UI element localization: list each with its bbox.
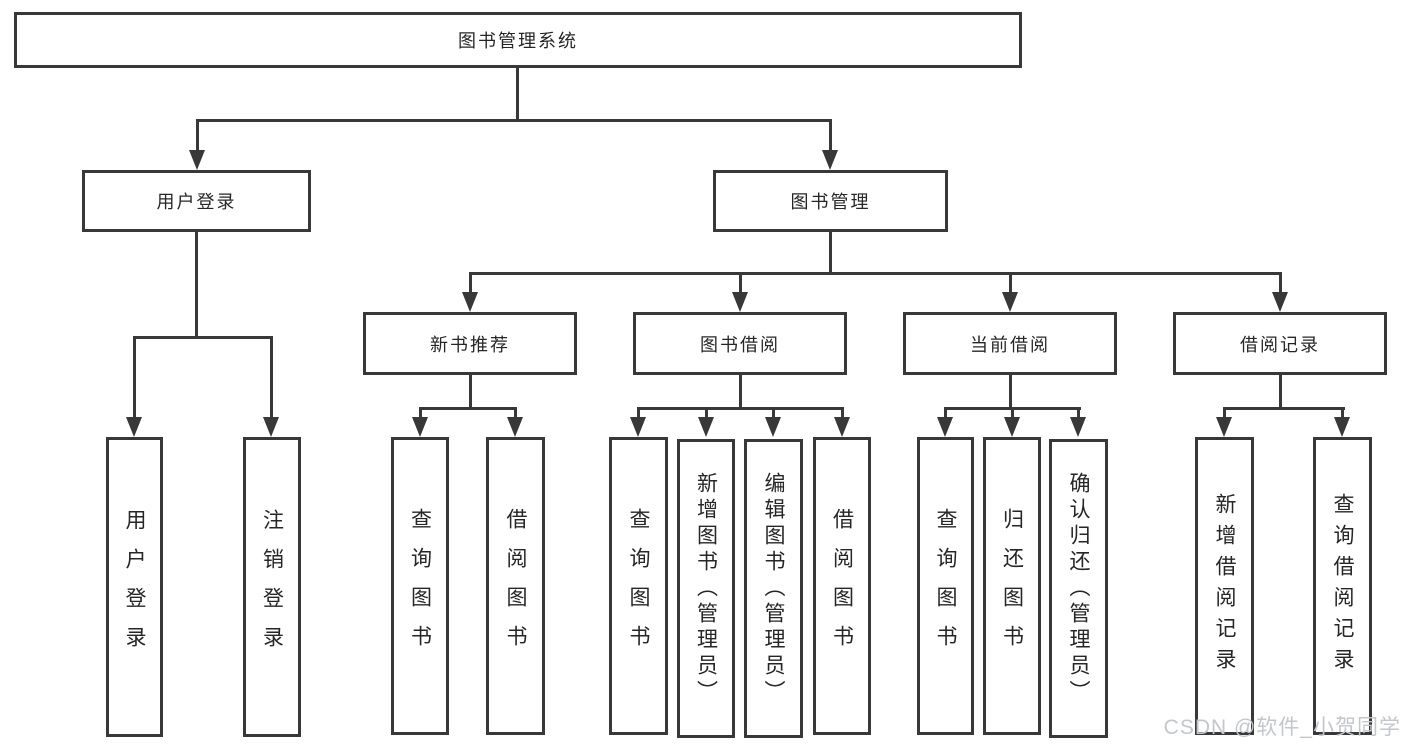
node-borrow-records: 借阅记录	[1173, 312, 1387, 375]
leaf-query-borrow-record-label: 查询借阅记录	[1331, 493, 1354, 679]
arrow-down-icon	[732, 292, 748, 312]
connector-new-book-trunk	[469, 375, 472, 410]
arrow-down-icon	[1002, 292, 1018, 312]
arrow-down-icon	[462, 292, 478, 312]
leaf-add-borrow-record-label: 新增借阅记录	[1213, 493, 1236, 679]
connector-stem-current-borrow	[1009, 272, 1012, 294]
leaf-borrow-books-2-label: 借阅图书	[830, 508, 854, 664]
leaf-logout: 注销登录	[243, 437, 301, 737]
connector-current-borrow-trunk	[1009, 375, 1012, 410]
arrow-down-icon	[507, 417, 523, 437]
connector-stem	[637, 407, 640, 419]
node-current-borrow-label: 当前借阅	[970, 334, 1050, 355]
leaf-confirm-return-admin-label: 确认归还（管理员）	[1067, 471, 1090, 706]
connector-stem	[419, 407, 422, 419]
leaf-add-books-admin-label: 新增图书（管理员）	[694, 471, 718, 706]
node-new-book: 新书推荐	[363, 312, 577, 375]
arrow-down-icon	[1216, 417, 1232, 437]
connector-book-borrow-trunk	[739, 375, 742, 410]
connector-stem	[1223, 407, 1226, 419]
connector-new-book-bus	[419, 407, 517, 410]
leaf-confirm-return-admin: 确认归还（管理员）	[1049, 439, 1108, 738]
node-book-borrow: 图书借阅	[633, 312, 847, 375]
leaf-logout-label: 注销登录	[260, 509, 284, 665]
connector-stem-leaf-login	[133, 336, 136, 419]
connector-stem	[841, 407, 844, 419]
connector-root-trunk	[516, 68, 519, 122]
node-book-mgmt: 图书管理	[713, 170, 948, 232]
connector-stem	[705, 407, 708, 419]
connector-stem-book-mgmt	[829, 119, 832, 152]
arrow-down-icon	[937, 417, 953, 437]
node-current-borrow: 当前借阅	[903, 312, 1117, 375]
leaf-edit-books-admin-label: 编辑图书（管理员）	[762, 471, 785, 706]
node-library-system: 图书管理系统	[14, 12, 1022, 68]
arrow-down-icon	[630, 417, 646, 437]
connector-stem	[1011, 407, 1014, 419]
arrow-down-icon	[412, 417, 428, 437]
connector-stem-user-login	[196, 119, 199, 152]
leaf-add-borrow-record: 新增借阅记录	[1195, 437, 1254, 735]
connector-level3-bus	[469, 272, 1282, 275]
arrow-down-icon	[822, 150, 838, 170]
node-user-login-label: 用户登录	[156, 192, 237, 212]
arrow-down-icon	[1004, 417, 1020, 437]
arrow-down-icon	[1272, 292, 1288, 312]
connector-stem-new-book	[469, 272, 472, 294]
leaf-add-books-admin: 新增图书（管理员）	[677, 439, 735, 738]
arrow-down-icon	[834, 417, 850, 437]
node-book-mgmt-label: 图书管理	[790, 192, 871, 212]
leaf-edit-books-admin: 编辑图书（管理员）	[744, 439, 803, 738]
leaf-borrow-books-1: 借阅图书	[486, 437, 545, 735]
node-new-book-label: 新书推荐	[430, 334, 510, 355]
leaf-return-books: 归还图书	[983, 437, 1041, 735]
arrow-down-icon	[126, 417, 142, 437]
arrow-down-icon	[765, 417, 781, 437]
connector-stem	[944, 407, 947, 419]
connector-stem-book-borrow	[739, 272, 742, 294]
leaf-user-login-label: 用户登录	[123, 509, 146, 665]
connector-borrow-records-bus	[1223, 407, 1345, 410]
connector-user-login-bus	[133, 336, 273, 339]
arrow-down-icon	[698, 417, 714, 437]
leaf-query-books-2-label: 查询图书	[627, 508, 650, 664]
leaf-query-books-2: 查询图书	[609, 437, 668, 735]
connector-stem	[514, 407, 517, 419]
watermark: CSDN @软件_小贺同学	[1163, 716, 1401, 739]
connector-stem	[1077, 407, 1080, 419]
leaf-query-books-3-label: 查询图书	[934, 508, 957, 664]
leaf-query-books-1: 查询图书	[391, 437, 449, 735]
node-borrow-records-label: 借阅记录	[1240, 334, 1320, 355]
node-user-login: 用户登录	[82, 170, 311, 232]
connector-borrow-records-trunk	[1279, 375, 1282, 410]
connector-stem-leaf-logout	[270, 336, 273, 419]
leaf-query-borrow-record: 查询借阅记录	[1313, 437, 1372, 735]
leaf-borrow-books-1-label: 借阅图书	[504, 508, 527, 664]
leaf-query-books-1-label: 查询图书	[408, 508, 432, 664]
connector-stem-borrow-records	[1279, 272, 1282, 294]
leaf-query-books-3: 查询图书	[917, 437, 974, 735]
arrow-down-icon	[1070, 417, 1086, 437]
leaf-return-books-label: 归还图书	[1000, 508, 1024, 664]
connector-stem	[1341, 407, 1344, 419]
arrow-down-icon	[189, 150, 205, 170]
connector-level2-bus	[196, 119, 832, 122]
node-library-system-label: 图书管理系统	[458, 31, 578, 51]
connector-book-borrow-bus	[637, 407, 844, 410]
connector-stem	[772, 407, 775, 419]
connector-book-mgmt-trunk	[829, 232, 832, 275]
arrow-down-icon	[263, 417, 279, 437]
connector-user-login-trunk	[195, 232, 198, 339]
arrow-down-icon	[1334, 417, 1350, 437]
leaf-borrow-books-2: 借阅图书	[813, 437, 871, 735]
leaf-user-login: 用户登录	[106, 437, 163, 737]
node-book-borrow-label: 图书借阅	[700, 334, 780, 355]
